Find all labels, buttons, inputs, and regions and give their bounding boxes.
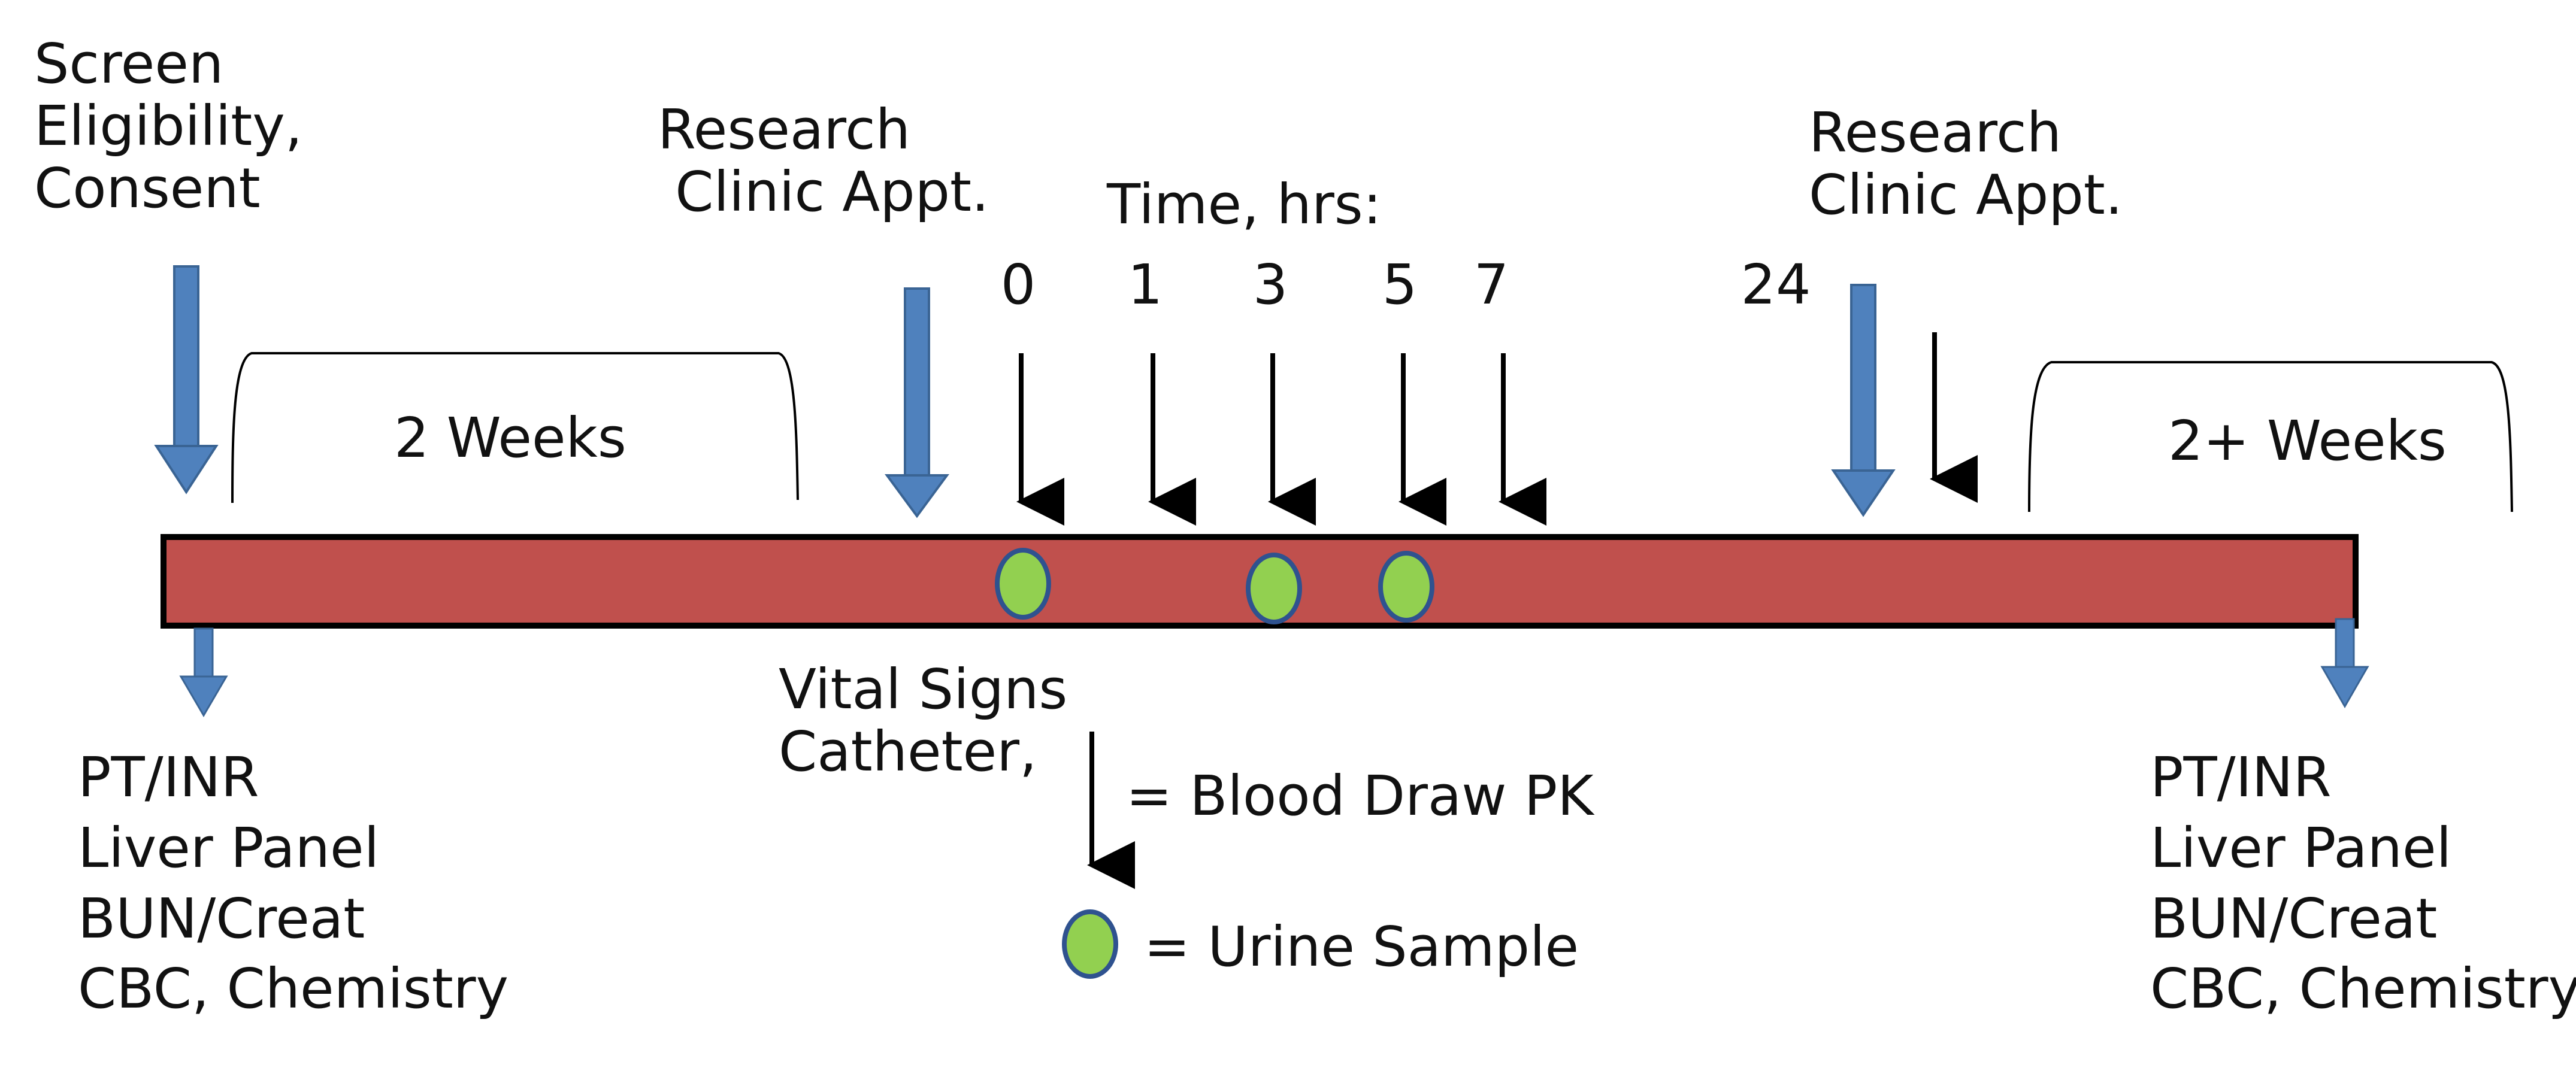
legend-urine-icon xyxy=(1062,909,1118,979)
research-appt-1-arrow-icon xyxy=(885,287,949,518)
labs-left-list: PT/INR Liver Panel BUN/Creat CBC, Chemis… xyxy=(78,745,509,1021)
legend-urine-label: = Urine Sample xyxy=(1144,915,1579,979)
time-tick-0: 0 xyxy=(1000,253,1036,317)
two-weeks-label: 2 Weeks xyxy=(394,406,626,470)
time-tick-3: 3 xyxy=(1252,253,1288,317)
urine-sample-5h-icon xyxy=(1378,551,1434,623)
time-tick-24: 24 xyxy=(1740,253,1811,317)
research-appt-1-label: Research Clinic Appt. xyxy=(658,98,989,224)
urine-sample-0h-icon xyxy=(995,548,1051,620)
research-appt-2-arrow-icon xyxy=(1831,284,1896,517)
labs-left-arrow-icon xyxy=(179,627,228,717)
two-weeks-bracket xyxy=(231,352,799,503)
screen-arrow-icon xyxy=(154,265,219,495)
time-tick-1: 1 xyxy=(1127,253,1163,317)
time-tick-7: 7 xyxy=(1473,253,1509,317)
two-plus-weeks-bracket xyxy=(2028,361,2513,512)
labs-right-list: PT/INR Liver Panel BUN/Creat CBC, Chemis… xyxy=(2150,745,2576,1021)
research-appt-2-label: Research Clinic Appt. xyxy=(1809,101,2123,227)
time-tick-5: 5 xyxy=(1382,253,1418,317)
time-hours-label: Time, hrs: xyxy=(1107,172,1382,236)
screen-eligibility-label: Screen Eligibility, Consent xyxy=(34,32,303,220)
legend-blood-draw-label: = Blood Draw PK xyxy=(1126,764,1594,828)
vital-signs-catheter-label: Vital Signs Catheter, xyxy=(779,657,1068,784)
labs-right-arrow-icon xyxy=(2320,618,2369,709)
two-plus-weeks-label: 2+ Weeks xyxy=(2168,409,2447,473)
urine-sample-3h-icon xyxy=(1246,553,1302,624)
